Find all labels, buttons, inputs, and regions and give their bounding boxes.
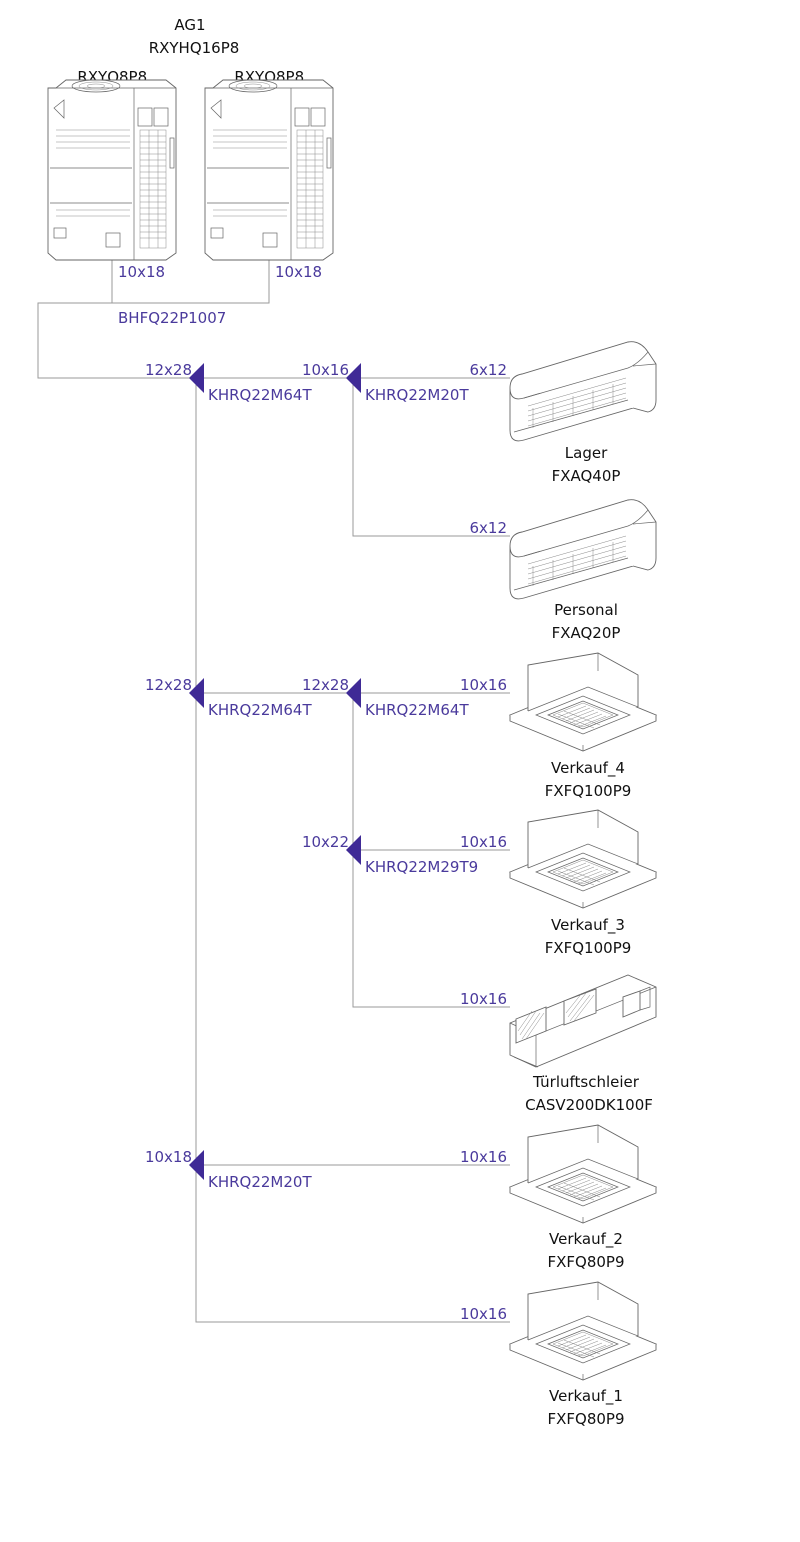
outdoor-module-2[interactable]: RXYQ8P8_ 10x18 bbox=[204, 68, 334, 281]
outdoor-connector-model: BHFQ22P1007 bbox=[118, 309, 226, 327]
system-model: RXYHQ16P8 bbox=[149, 39, 240, 57]
joint-inlet-pipe: 10x22 bbox=[302, 833, 349, 851]
indoor-unit-verkauf-4[interactable]: 10x16 Verkauf_4 FXFQ100P9 bbox=[460, 652, 657, 800]
indoor-unit-lager[interactable]: 6x12 Lager FXAQ40P bbox=[469, 341, 657, 485]
indoor-unit-room: Verkauf_3 bbox=[551, 916, 625, 935]
branch-joint-6[interactable]: 10x18 KHRQ22M20T bbox=[145, 1148, 313, 1191]
ceiling-cassette-icon bbox=[509, 1281, 657, 1381]
branch-joint-3[interactable]: 12x28 KHRQ22M64T bbox=[145, 676, 313, 719]
indoor-unit-model: FXFQ100P9 bbox=[545, 939, 632, 957]
indoor-unit-pipe: 6x12 bbox=[469, 361, 507, 379]
joint-model: KHRQ22M64T bbox=[365, 701, 469, 719]
indoor-unit-verkauf-1[interactable]: 10x16 Verkauf_1 FXFQ80P9 bbox=[460, 1281, 657, 1428]
indoor-unit-room: Verkauf_1 bbox=[549, 1387, 623, 1406]
indoor-unit-pipe: 10x16 bbox=[460, 990, 507, 1008]
branch-joint-4[interactable]: 12x28 KHRQ22M64T bbox=[302, 676, 470, 719]
indoor-unit-model: FXFQ100P9 bbox=[545, 782, 632, 800]
outdoor-unit-icon bbox=[47, 79, 177, 261]
indoor-unit-room: Lager bbox=[565, 444, 608, 462]
wall-mounted-unit-icon bbox=[509, 499, 657, 600]
branch-joint-2[interactable]: 10x16 KHRQ22M20T bbox=[302, 361, 470, 404]
indoor-unit-pipe: 10x16 bbox=[460, 833, 507, 851]
joint-inlet-pipe: 10x18 bbox=[145, 1148, 192, 1166]
indoor-unit-tuerluftschleier[interactable]: 10x16 Türluftschleier CASV200DK100F bbox=[460, 974, 657, 1114]
indoor-unit-pipe: 6x12 bbox=[469, 519, 507, 537]
indoor-unit-room: Türluftschleier bbox=[532, 1073, 640, 1091]
indoor-unit-pipe: 10x16 bbox=[460, 1305, 507, 1323]
indoor-unit-personal[interactable]: 6x12 Personal FXAQ20P bbox=[469, 499, 657, 642]
indoor-unit-model: CASV200DK100F bbox=[525, 1096, 653, 1114]
outdoor-module-pipe: 10x18 bbox=[275, 263, 322, 281]
indoor-unit-model: FXAQ40P bbox=[552, 467, 621, 485]
air-curtain-icon bbox=[509, 974, 657, 1068]
joint-inlet-pipe: 12x28 bbox=[145, 676, 192, 694]
indoor-unit-pipe: 10x16 bbox=[460, 676, 507, 694]
branch-joint-1[interactable]: 12x28 KHRQ22M64T bbox=[145, 361, 313, 404]
indoor-unit-verkauf-2[interactable]: 10x16 Verkauf_2 FXFQ80P9 bbox=[460, 1124, 657, 1271]
branch-joints: 12x28 KHRQ22M64T 10x16 KHRQ22M20T 12x28 … bbox=[145, 361, 478, 1191]
joint-inlet-pipe: 12x28 bbox=[302, 676, 349, 694]
joint-inlet-pipe: 10x16 bbox=[302, 361, 349, 379]
indoor-unit-room: Personal bbox=[554, 601, 618, 619]
outdoor-system: AG1 RXYHQ16P8 RXYQ8P8_ 10x18 RXYQ8P8_ 10… bbox=[47, 16, 334, 327]
ceiling-cassette-icon bbox=[509, 809, 657, 909]
piping-lines bbox=[37, 258, 510, 1323]
indoor-units: 6x12 Lager FXAQ40P 6x12 Personal FXAQ20P… bbox=[460, 341, 657, 1428]
ceiling-cassette-icon bbox=[509, 652, 657, 752]
joint-model: KHRQ22M20T bbox=[365, 386, 469, 404]
indoor-unit-model: FXFQ80P9 bbox=[547, 1253, 624, 1271]
indoor-unit-verkauf-3[interactable]: 10x16 Verkauf_3 FXFQ100P9 bbox=[460, 809, 657, 957]
joint-model: KHRQ22M29T9 bbox=[365, 858, 478, 876]
indoor-unit-pipe: 10x16 bbox=[460, 1148, 507, 1166]
wall-mounted-unit-icon bbox=[509, 341, 657, 442]
outdoor-module-pipe: 10x18 bbox=[118, 263, 165, 281]
outdoor-module-1[interactable]: RXYQ8P8_ 10x18 bbox=[47, 68, 177, 281]
indoor-unit-model: FXFQ80P9 bbox=[547, 1410, 624, 1428]
indoor-unit-room: Verkauf_2 bbox=[549, 1230, 623, 1249]
system-name: AG1 bbox=[174, 16, 205, 34]
outdoor-unit-icon bbox=[204, 79, 334, 261]
branch-joint-5[interactable]: 10x22 KHRQ22M29T9 bbox=[302, 833, 478, 876]
joint-inlet-pipe: 12x28 bbox=[145, 361, 192, 379]
ceiling-cassette-icon bbox=[509, 1124, 657, 1224]
joint-model: KHRQ22M20T bbox=[208, 1173, 312, 1191]
indoor-unit-model: FXAQ20P bbox=[552, 624, 621, 642]
joint-model: KHRQ22M64T bbox=[208, 701, 312, 719]
joint-model: KHRQ22M64T bbox=[208, 386, 312, 404]
indoor-unit-room: Verkauf_4 bbox=[551, 759, 625, 778]
